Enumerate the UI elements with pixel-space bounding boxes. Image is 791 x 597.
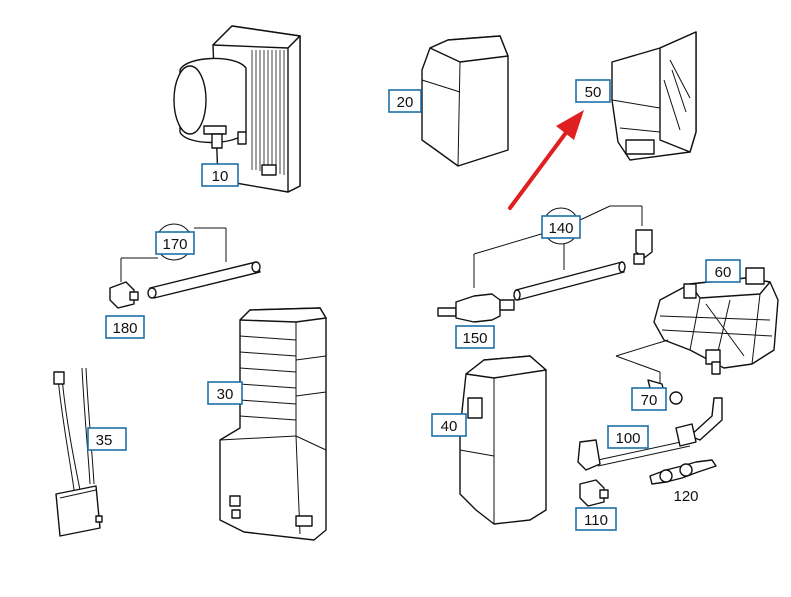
part-50-housing — [611, 31, 697, 161]
svg-text:50: 50 — [585, 84, 602, 101]
callout-30: 30 — [207, 381, 243, 405]
callout-150: 150 — [455, 325, 495, 349]
red-arrow-pointer — [508, 110, 584, 210]
svg-text:10: 10 — [212, 168, 229, 185]
svg-text:110: 110 — [584, 512, 608, 529]
part-180-connector — [109, 281, 139, 309]
svg-text:70: 70 — [641, 392, 658, 409]
part-120-valve — [649, 459, 717, 485]
callout-100: 100 — [607, 425, 649, 449]
svg-text:60: 60 — [715, 264, 732, 281]
part-20-cover — [421, 35, 509, 167]
callout-60: 60 — [705, 259, 741, 283]
svg-text:35: 35 — [96, 432, 113, 449]
label-120: 120 — [673, 488, 698, 505]
svg-text:170: 170 — [162, 236, 187, 253]
callout-40: 40 — [431, 413, 467, 437]
part-35-wiring — [53, 367, 103, 537]
svg-text:180: 180 — [112, 320, 137, 337]
callout-110: 110 — [575, 507, 617, 531]
callout-10: 10 — [201, 163, 239, 187]
part-110-connector — [579, 479, 609, 507]
part-150-filter — [437, 293, 515, 323]
part-40-cover — [459, 355, 547, 525]
callout-170: 170 — [155, 223, 195, 261]
part-140-hose — [473, 205, 653, 301]
svg-text:140: 140 — [548, 220, 573, 237]
callout-35: 35 — [87, 427, 127, 451]
svg-text:30: 30 — [217, 386, 234, 403]
svg-text:100: 100 — [615, 430, 640, 447]
callout-50: 50 — [575, 79, 611, 103]
callout-20: 20 — [388, 89, 422, 113]
svg-text:40: 40 — [441, 418, 458, 435]
callout-140: 140 — [541, 207, 581, 245]
part-30-housing — [219, 307, 327, 541]
callout-70: 70 — [631, 387, 667, 411]
svg-text:20: 20 — [397, 94, 414, 111]
svg-text:150: 150 — [462, 330, 487, 347]
part-170-hose — [120, 227, 261, 299]
part-100-hose — [577, 397, 723, 471]
part-10-pump — [173, 25, 301, 193]
part-60-tank — [653, 267, 779, 375]
callout-180: 180 — [105, 315, 145, 339]
